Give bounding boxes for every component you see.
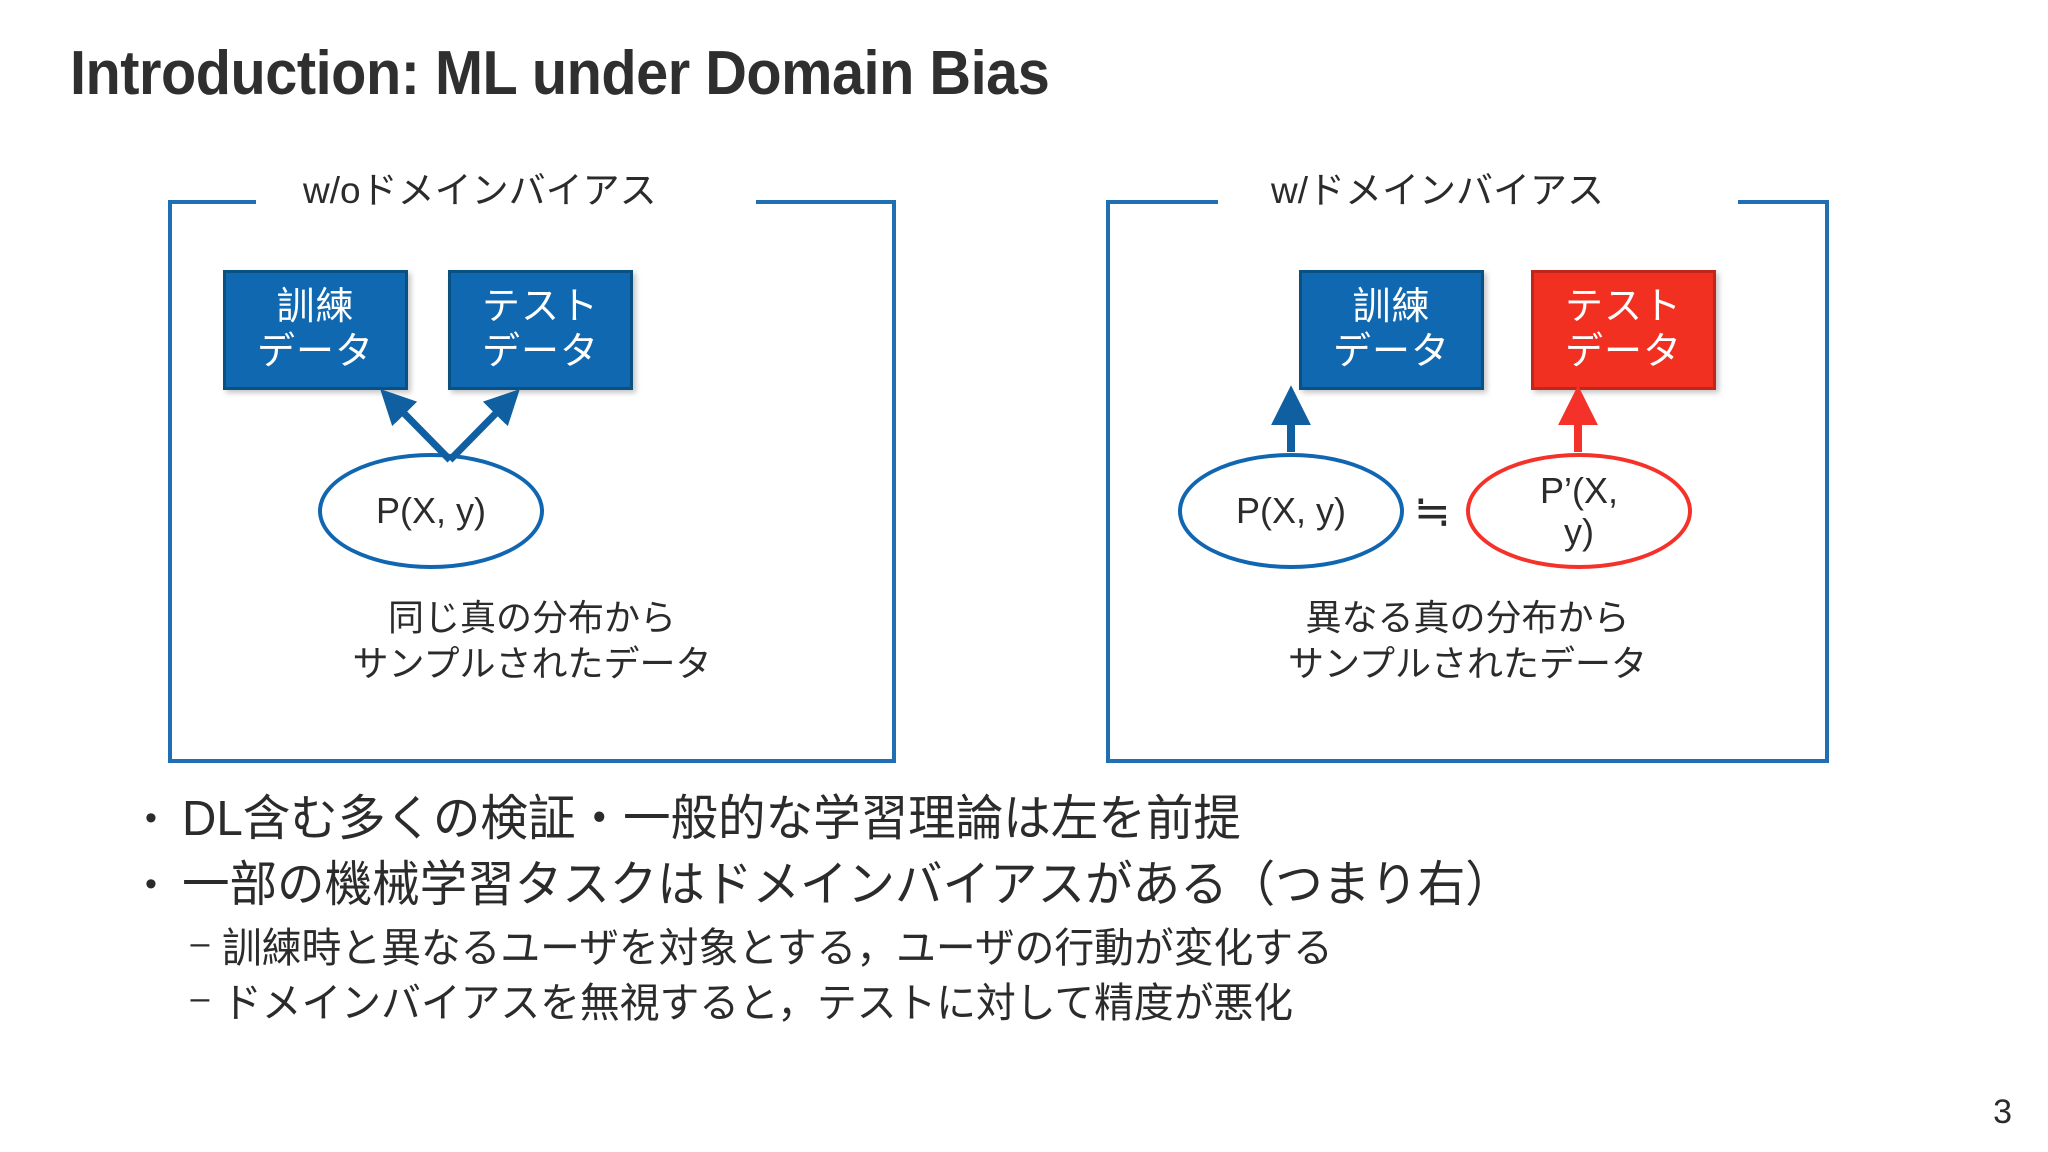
page-title: Introduction: ML under Domain Bias bbox=[70, 39, 1050, 108]
panel-caption-left-line2: サンプルされたデータ bbox=[352, 643, 712, 685]
train-data-box-right-line2: データ bbox=[1332, 331, 1450, 373]
bullet-text: ドメインバイアスを無視すると，テストに対して精度が悪化 bbox=[222, 979, 1294, 1026]
bullet-list: • DL含む多くの検証・一般的な学習理論は左を前提 • 一部の機械学習タスクはド… bbox=[120, 790, 1920, 1030]
bullet-text: DL含む多くの検証・一般的な学習理論は左を前提 bbox=[182, 792, 1241, 846]
bullet-marker: • bbox=[145, 864, 157, 903]
test-data-box-right: テスト データ bbox=[1531, 270, 1716, 390]
distribution-ellipse-p-prime: P’(X, y) bbox=[1466, 453, 1692, 569]
panel-caption-right-line2: サンプルされたデータ bbox=[1288, 643, 1647, 685]
train-data-box-left-line1: 訓練 bbox=[276, 286, 355, 329]
approx-equal-sign: ≒ bbox=[1414, 487, 1451, 536]
train-data-box-right-line1: 訓練 bbox=[1352, 286, 1431, 329]
page-number: 3 bbox=[1993, 1093, 2012, 1131]
train-data-box-left: 訓練 データ bbox=[223, 270, 408, 390]
test-data-box-left-line2: データ bbox=[481, 331, 599, 373]
train-data-box-right: 訓練 データ bbox=[1299, 270, 1484, 390]
bullet-item-2: • 一部の機械学習タスクはドメインバイアスがある（つまり右） bbox=[120, 856, 1920, 916]
bullet-marker: – bbox=[190, 923, 210, 962]
distribution-label-p-right: P(X, y) bbox=[1235, 490, 1346, 532]
test-data-box-left: テスト データ bbox=[448, 270, 633, 390]
test-data-box-left-line1: テスト bbox=[481, 286, 599, 329]
distribution-label-p-prime-line2: y) bbox=[1564, 511, 1594, 552]
bullet-item-4: – ドメインバイアスを無視すると，テストに対して精度が悪化 bbox=[178, 977, 1920, 1030]
bullet-marker: • bbox=[145, 799, 157, 837]
distribution-ellipse-p-right: P(X, y) bbox=[1178, 453, 1404, 569]
distribution-label-p-prime-line1: P’(X, bbox=[1539, 469, 1618, 511]
bullet-text: 訓練時と異なるユーザを対象とする，ユーザの行動が変化する bbox=[222, 924, 1333, 971]
panel-label-notch bbox=[256, 194, 756, 206]
bullet-marker: – bbox=[190, 978, 210, 1017]
panel-caption-right: 異なる真の分布から サンプルされたデータ bbox=[1106, 595, 1829, 687]
bullet-item-1: • DL含む多くの検証・一般的な学習理論は左を前提 bbox=[120, 790, 1920, 850]
bullet-text: 一部の機械学習タスクはドメインバイアスがある（つまり右） bbox=[182, 857, 1513, 912]
distribution-ellipse-p-left: P(X, y) bbox=[318, 453, 544, 569]
panel-caption-right-line1: 異なる真の分布から bbox=[1305, 597, 1630, 638]
train-data-box-left-line2: データ bbox=[256, 331, 374, 373]
distribution-label-p-left: P(X, y) bbox=[375, 490, 486, 532]
panel-label-without-domain-bias: w/oドメインバイアス bbox=[303, 170, 657, 211]
panel-caption-left: 同じ真の分布から サンプルされたデータ bbox=[168, 595, 896, 687]
panel-label-notch bbox=[1218, 194, 1738, 206]
panel-with-domain-bias: w/ドメインバイアス 訓練 データ テスト データ P(X, y) ≒ P’(X… bbox=[1106, 172, 1829, 763]
bullet-item-3: – 訓練時と異なるユーザを対象とする，ユーザの行動が変化する bbox=[178, 922, 1920, 975]
panel-caption-left-line1: 同じ真の分布から bbox=[387, 597, 676, 638]
panel-label-with-domain-bias: w/ドメインバイアス bbox=[1271, 170, 1604, 211]
panel-without-domain-bias: w/oドメインバイアス 訓練 データ テスト データ P(X, y) 同じ真の分… bbox=[168, 172, 896, 763]
test-data-box-right-line2: データ bbox=[1564, 331, 1682, 373]
test-data-box-right-line1: テスト bbox=[1564, 286, 1682, 329]
